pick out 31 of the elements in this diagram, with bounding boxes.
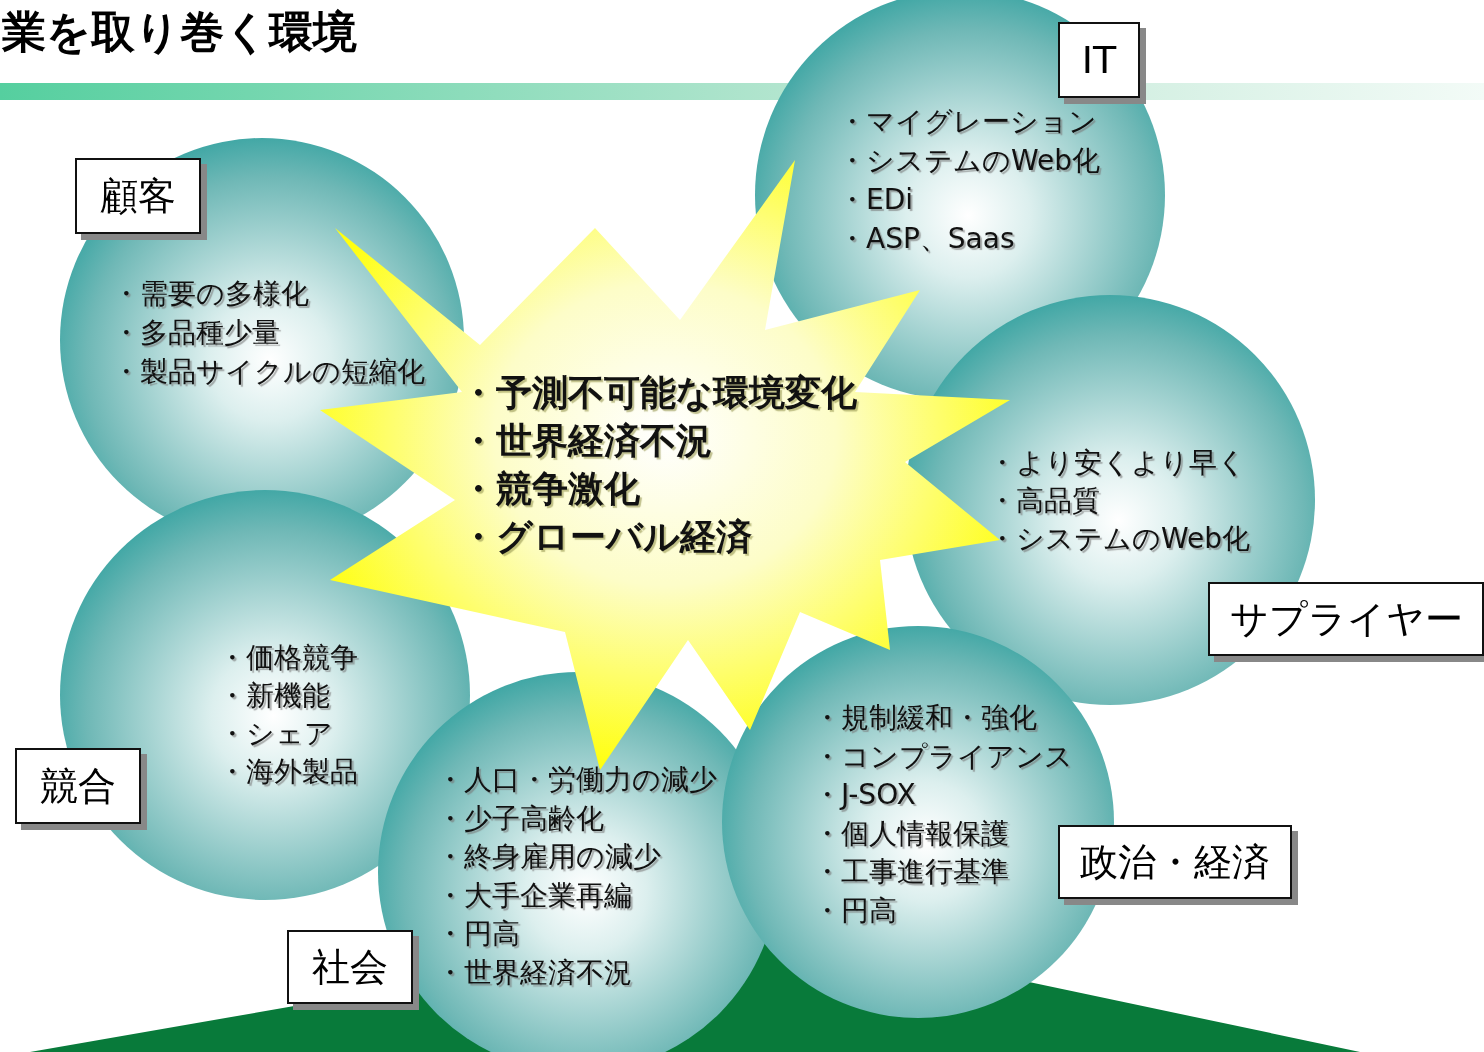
bullet-item: ・円高	[436, 916, 520, 952]
bullet-item: ・規制緩和・強化	[813, 700, 1037, 736]
bullet-item: ・世界経済不況	[460, 419, 712, 463]
bullet-item: ・新機能	[218, 678, 330, 714]
bullet-item: ・人口・労働力の減少	[436, 762, 717, 798]
bullet-item: ・少子高齢化	[436, 800, 604, 837]
bullet-item: ・工事進行基準	[813, 854, 1009, 890]
bullet-item: ・システムのWeb化	[838, 143, 1101, 179]
slide-title: 業を取り巻く環境	[2, 5, 357, 59]
bullet-item: ・需要の多様化	[112, 276, 309, 312]
bullet-item: ・J-SOX	[813, 777, 916, 813]
bullet-item: ・海外製品	[218, 754, 358, 790]
bullet-item: ・製品サイクルの短縮化	[112, 354, 425, 390]
bullet-item: ・大手企業再編	[436, 877, 632, 914]
bullet-item: ・予測不可能な環境変化	[460, 371, 857, 415]
bullet-item: ・世界経済不況	[436, 954, 632, 991]
bullet-item: ・マイグレーション	[838, 104, 1097, 140]
bullet-item: ・グローバル経済	[460, 515, 752, 559]
bullet-item: ・シェア	[218, 716, 333, 752]
bullet-item: ・価格競争	[218, 640, 358, 676]
bullet-item: ・競争激化	[460, 467, 640, 511]
bullet-item: ・より安くより早く	[988, 445, 1246, 481]
bullet-item: ・終身雇用の減少	[436, 839, 661, 875]
bullet-item: ・コンプライアンス	[813, 738, 1073, 775]
bullet-item: ・個人情報保護	[813, 815, 1009, 852]
bullet-item: ・円高	[813, 892, 897, 929]
bullet-item: ・高品質	[988, 483, 1100, 519]
bullet-item: ・多品種少量	[112, 315, 280, 351]
bullet-item: ・システムのWeb化	[988, 521, 1251, 557]
bullet-item: ・ASP、Saas	[838, 221, 1015, 257]
bullet-item: ・EDi	[838, 182, 914, 218]
